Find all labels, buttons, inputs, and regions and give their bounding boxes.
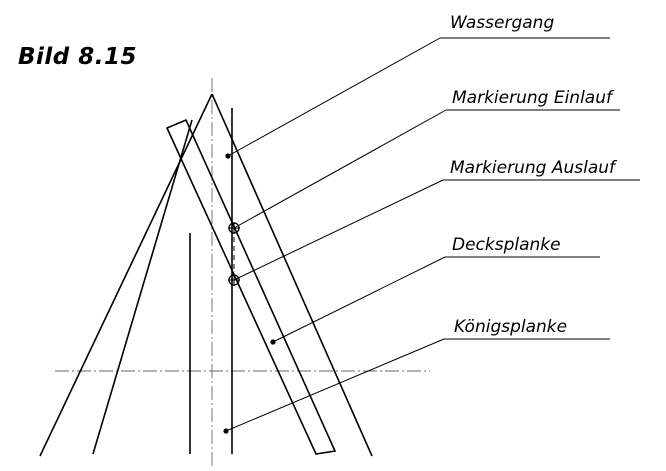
- bow-outline: [39, 93, 373, 457]
- leader-koenigsplanke: [225, 338, 610, 432]
- label-markierung-einlauf: Markierung Einlauf: [452, 88, 615, 108]
- figure-title: Bild 8.15: [18, 44, 138, 70]
- label-decksplanke: Decksplanke: [452, 235, 561, 255]
- inner-planking: [92, 108, 233, 455]
- label-koenigsplanke: Königsplanke: [454, 317, 567, 337]
- label-wassergang: Wassergang: [450, 13, 554, 33]
- leader-decksplanke: [272, 256, 600, 343]
- leader-markierung-einlauf: [233, 109, 620, 229]
- deck-plank: [165, 118, 337, 455]
- label-markierung-auslauf: Markierung Auslauf: [450, 158, 618, 178]
- leader-wassergang: [227, 37, 610, 157]
- leader-markierung-auslauf: [233, 179, 640, 281]
